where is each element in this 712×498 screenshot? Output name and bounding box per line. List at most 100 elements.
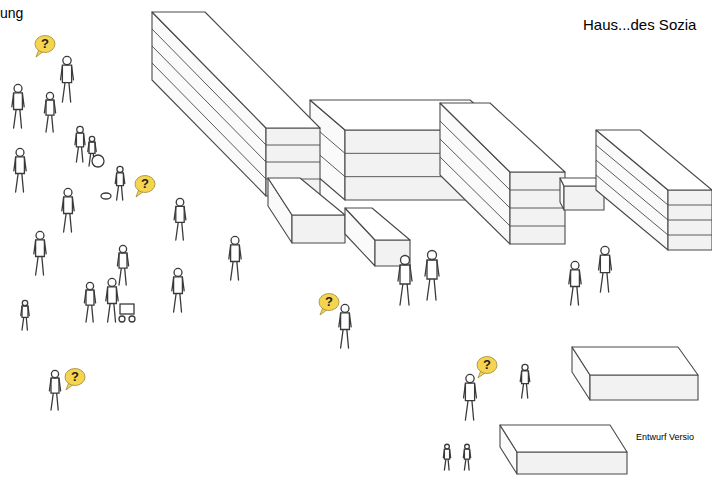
- arm: [443, 450, 444, 458]
- torso: [76, 133, 83, 147]
- building-block: [500, 425, 627, 474]
- leg: [92, 304, 94, 322]
- bubble-body: [135, 176, 155, 193]
- arm: [398, 266, 400, 281]
- arm: [49, 379, 51, 391]
- head: [176, 198, 184, 206]
- person-figure: [106, 278, 135, 322]
- front-face: [517, 452, 627, 474]
- building-block: [440, 103, 565, 244]
- head: [64, 188, 72, 196]
- torso: [600, 255, 609, 272]
- roof-face: [152, 12, 320, 128]
- floor-line: [152, 46, 320, 162]
- roof-face: [440, 103, 565, 172]
- torso: [464, 449, 469, 459]
- person-figure: [398, 256, 412, 306]
- head: [36, 231, 44, 239]
- floor-line: [596, 175, 712, 235]
- arm: [579, 271, 581, 284]
- bubble-body: [65, 369, 85, 386]
- torso: [117, 173, 124, 186]
- leg: [42, 256, 44, 275]
- torso: [108, 287, 117, 304]
- head: [14, 84, 22, 92]
- leg: [472, 400, 474, 420]
- arm: [106, 288, 108, 301]
- arm: [410, 266, 412, 281]
- leg: [465, 400, 468, 420]
- question-mark: ?: [64, 369, 86, 385]
- head: [77, 126, 83, 132]
- arm: [54, 101, 56, 113]
- leg: [52, 114, 54, 132]
- leg: [231, 261, 234, 280]
- person-figure: [49, 370, 60, 410]
- floor-line: [152, 63, 320, 179]
- leg: [180, 293, 182, 312]
- front-face: [590, 375, 698, 400]
- leg: [522, 383, 524, 398]
- torso: [571, 270, 580, 287]
- question-mark: ?: [476, 357, 498, 373]
- leg: [341, 329, 344, 348]
- leg: [448, 459, 449, 470]
- leg: [125, 267, 127, 285]
- head: [465, 444, 470, 449]
- person-figure: [34, 231, 46, 275]
- head: [466, 374, 474, 382]
- arm: [339, 314, 341, 327]
- arm: [229, 246, 231, 259]
- person-figure: [44, 92, 55, 132]
- leg: [57, 392, 59, 410]
- person-figure: [84, 282, 95, 322]
- torso: [22, 306, 28, 317]
- person-figure: [425, 251, 439, 301]
- leg: [108, 303, 111, 322]
- title: Haus...des Sozia: [583, 17, 696, 34]
- roof-face: [345, 208, 410, 240]
- leg: [70, 213, 72, 232]
- arm: [475, 384, 477, 398]
- leg: [62, 82, 65, 102]
- roof-face: [500, 425, 627, 452]
- arm: [464, 384, 466, 398]
- person-figure: [599, 246, 612, 292]
- arm: [117, 254, 119, 266]
- head: [601, 246, 609, 254]
- arm: [528, 371, 529, 381]
- torso: [89, 142, 95, 153]
- torso: [231, 245, 240, 262]
- head: [445, 444, 450, 449]
- arm: [182, 278, 184, 291]
- leg: [117, 185, 119, 200]
- arm: [425, 261, 427, 276]
- floor-line: [440, 157, 565, 226]
- arm: [174, 207, 176, 220]
- head: [51, 370, 58, 377]
- torso: [176, 206, 184, 222]
- arm: [75, 134, 76, 145]
- question-bubble: ?: [318, 293, 340, 313]
- person-figure: [339, 304, 351, 348]
- head: [108, 278, 116, 286]
- person-figure: [443, 444, 450, 470]
- building-block: [596, 130, 712, 250]
- person-figure: [75, 126, 85, 162]
- building-block: [268, 178, 345, 243]
- torso: [14, 93, 23, 110]
- arm: [610, 256, 612, 270]
- head: [89, 136, 94, 141]
- arm: [21, 307, 22, 316]
- arm: [239, 246, 241, 259]
- arm: [470, 450, 471, 458]
- building-block: [152, 12, 320, 196]
- label: ung: [0, 6, 23, 21]
- leg: [237, 261, 239, 280]
- leg: [46, 114, 48, 132]
- question-bubble: ?: [34, 35, 56, 55]
- arm: [24, 158, 26, 171]
- leg: [119, 267, 121, 285]
- arm: [72, 66, 74, 80]
